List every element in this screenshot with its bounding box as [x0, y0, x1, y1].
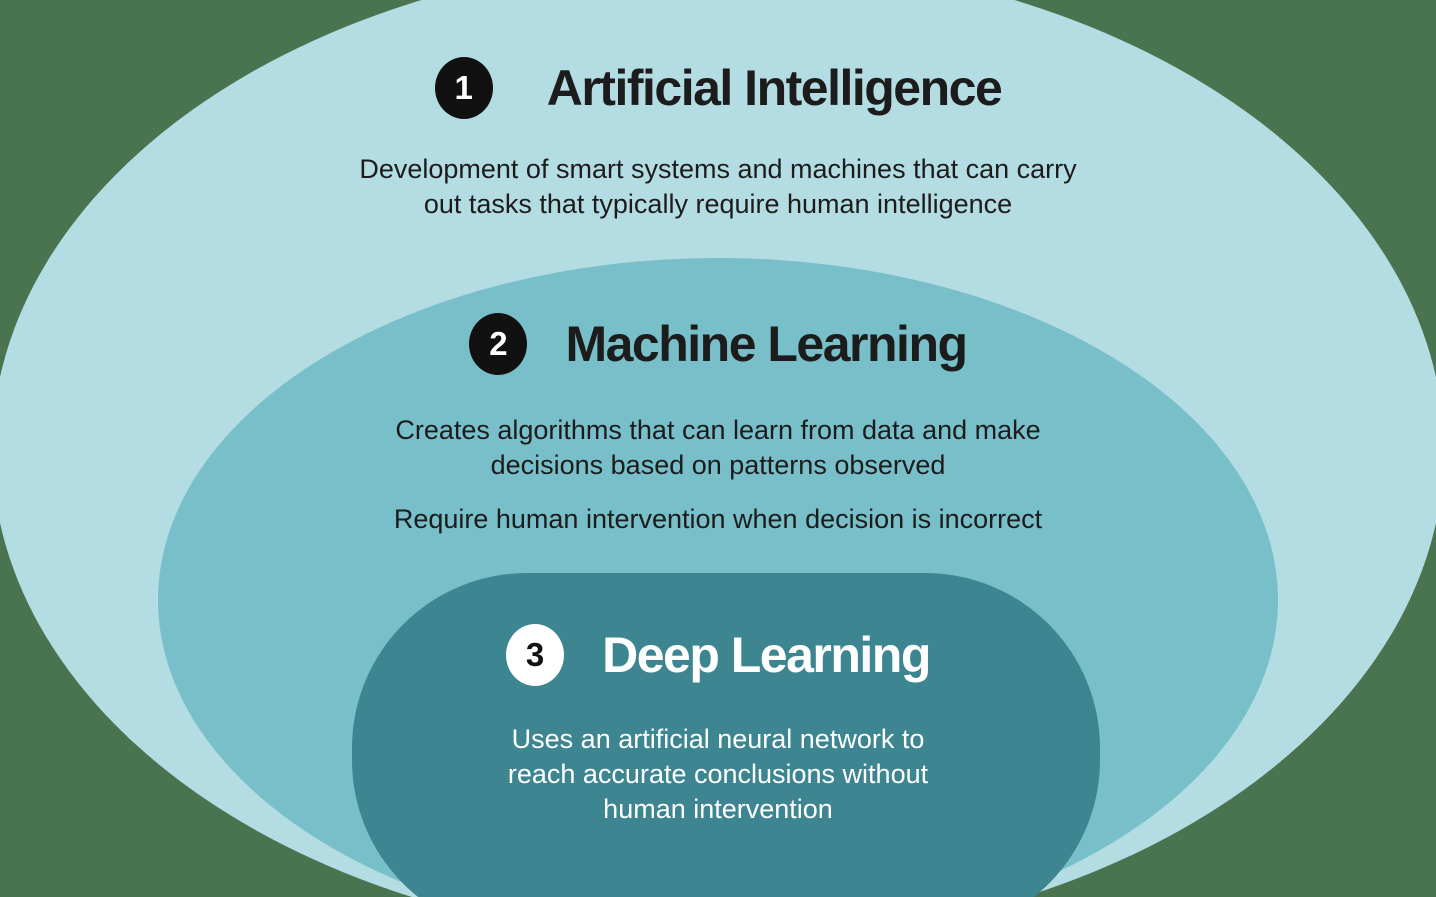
ml-number-badge: 2 [469, 313, 528, 375]
ai-description: Development of smart systems and machine… [359, 154, 1077, 220]
dl-description: Uses an artificial neural network to rea… [507, 724, 929, 825]
ml-header: 2 Machine Learning [0, 313, 1436, 375]
dl-number-badge: 3 [506, 624, 565, 686]
dl-layer-shape [352, 573, 1100, 897]
ai-header: 1 Artificial Intelligence [0, 57, 1436, 119]
ai-number-badge: 1 [434, 57, 493, 119]
ml-description-primary: Creates algorithms that can learn from d… [395, 415, 1041, 481]
ml-title: Machine Learning [565, 316, 968, 372]
dl-title: Deep Learning [602, 627, 931, 683]
ai-title: Artificial Intelligence [546, 60, 1003, 116]
ml-description-secondary: Require human intervention when decision… [393, 504, 1043, 534]
dl-header: 3 Deep Learning [0, 624, 1436, 686]
